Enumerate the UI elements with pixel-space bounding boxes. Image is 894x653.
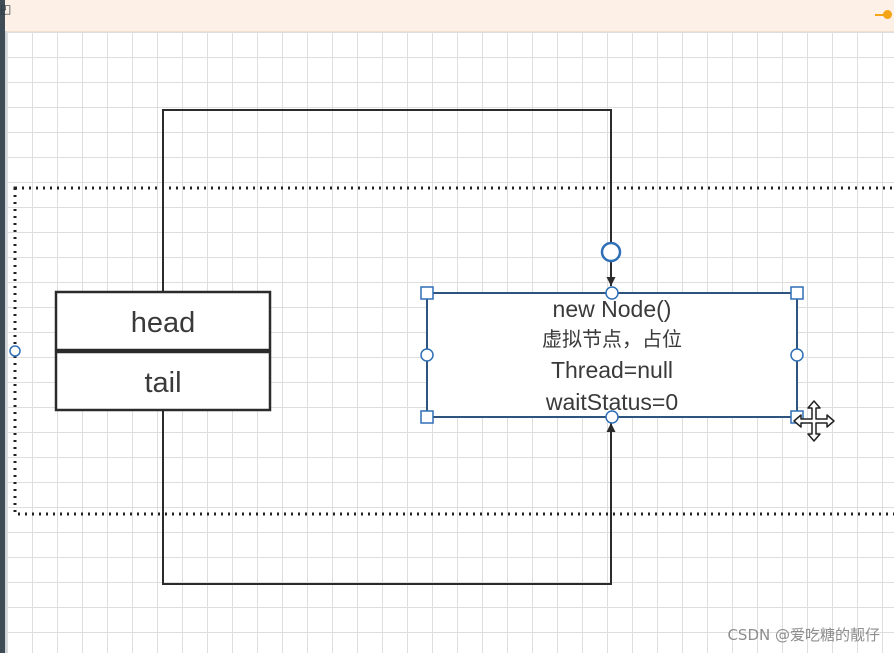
- tail-label: tail: [144, 367, 181, 399]
- node-text-line-1: new Node(): [553, 296, 672, 322]
- connection-point[interactable]: [600, 241, 622, 263]
- move-cursor-icon: [793, 400, 835, 442]
- node-text-line-2: 虚拟节点，占位: [542, 328, 682, 351]
- tail-to-node-connector[interactable]: [162, 410, 616, 585]
- resize-handle-top[interactable]: [605, 286, 619, 300]
- resize-handle-bottom-left[interactable]: [420, 410, 434, 424]
- head-to-node-connector[interactable]: [162, 109, 616, 292]
- resize-handle-right[interactable]: [790, 348, 804, 362]
- resize-handle-left[interactable]: [420, 348, 434, 362]
- watermark: CSDN @爱吃糖的靓仔: [727, 626, 880, 644]
- head-label: head: [131, 307, 196, 339]
- head-cell[interactable]: [54, 290, 272, 352]
- resize-handle-bottom[interactable]: [605, 410, 619, 424]
- container-connection-handle[interactable]: [9, 345, 21, 357]
- tail-cell[interactable]: [54, 350, 272, 412]
- pin-icon[interactable]: [875, 10, 892, 19]
- top-toolbar-strip: [0, 0, 894, 32]
- panel-corner-icon: ◰: [0, 2, 12, 16]
- left-panel-border: [5, 31, 7, 653]
- resize-handle-top-left[interactable]: [420, 286, 434, 300]
- node-text-line-3: Thread=null: [551, 357, 673, 383]
- left-panel-edge: [0, 0, 5, 653]
- resize-handle-top-right[interactable]: [790, 286, 804, 300]
